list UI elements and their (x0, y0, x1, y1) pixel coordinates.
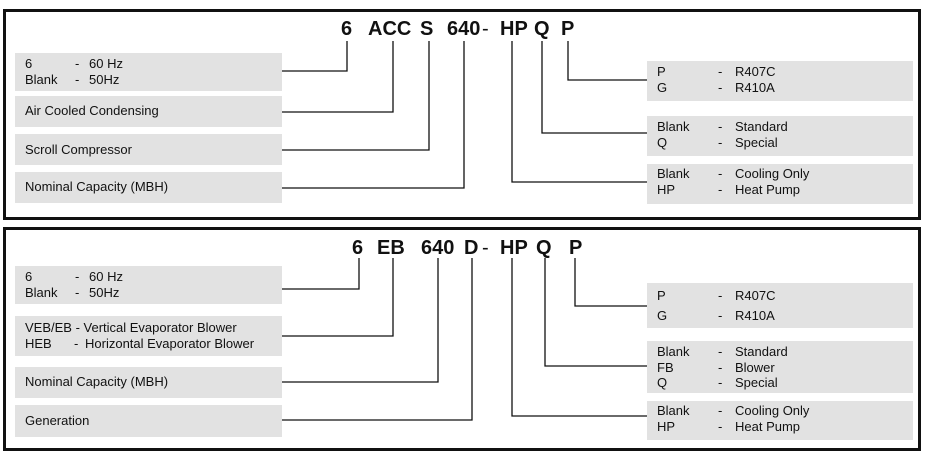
special2-dash-3: - (718, 375, 723, 390)
mode2-value-2: Heat Pump (735, 418, 801, 434)
refrig2-value-1: R407C (735, 288, 776, 303)
blower-key-2: HEB (25, 335, 52, 351)
refrig2-dash-2: - (718, 307, 723, 323)
special-value-1: Standard (735, 119, 788, 134)
code2-segment-d: D (464, 237, 479, 259)
code2-digit-generation: 6 (352, 237, 364, 259)
blower-value-2: Horizontal Evaporator Blower (85, 335, 255, 351)
freq-key-2: Blank (25, 71, 58, 87)
code2-dash: - (482, 237, 489, 259)
blower-dash-2: - (74, 335, 79, 351)
capacity-legend-box-2: Nominal Capacity (MBH) (15, 367, 282, 398)
code-segment-s: S (420, 18, 434, 40)
refrig2-dash-1: - (718, 288, 723, 303)
code2-segment-p: P (569, 237, 583, 259)
freq2-dash-2: - (75, 284, 80, 300)
refrigerant-legend-box-2: P -R407C G -R410A (647, 283, 913, 328)
freq-value-1: 60 Hz (89, 56, 123, 71)
code2-segment-q: Q (536, 237, 552, 259)
refrig2-key-2: G (657, 307, 668, 323)
mode-key-2: HP (657, 181, 676, 197)
compressor-legend-box: Scroll Compressor (15, 134, 282, 165)
mode2-dash-2: - (718, 418, 723, 434)
mode-value-1: Cooling Only (735, 166, 810, 181)
special-value-2: Special (735, 134, 778, 150)
freq-dash-1: - (75, 56, 80, 71)
freq-key-1: 6 (25, 56, 33, 71)
mode2-value-1: Cooling Only (735, 403, 810, 418)
refrig-dash-1: - (718, 64, 723, 79)
refrig2-value-2: R410A (735, 307, 775, 323)
compressor-label: Scroll Compressor (25, 142, 132, 157)
freq2-value-1: 60 Hz (89, 269, 123, 284)
special-key-1: Blank (657, 119, 690, 134)
mode2-key-1: Blank (657, 403, 690, 418)
freq2-dash-1: - (75, 269, 80, 284)
frequency-legend-box: 6 -60 Hz Blank -50Hz (15, 53, 282, 91)
code-dash: - (482, 18, 489, 40)
frequency-legend-box-2: 6 -60 Hz Blank -50Hz (15, 266, 282, 304)
mode-value-2: Heat Pump (735, 181, 801, 197)
special2-key-3: Q (657, 375, 668, 390)
special-key-2: Q (657, 134, 668, 150)
mode-dash-1: - (718, 166, 723, 181)
condensing-legend-box: Air Cooled Condensing (15, 96, 282, 127)
special-legend-box: Blank -Standard Q -Special (647, 116, 913, 156)
refrig-value-2: R410A (735, 79, 775, 95)
mode-legend-box-2: Blank -Cooling Only HP -Heat Pump (647, 401, 913, 440)
blower-legend-box: VEB/EB - Vertical Evaporator Blower HEB -… (15, 316, 282, 356)
special2-value-2: Blower (735, 359, 775, 375)
special2-key-1: Blank (657, 344, 690, 359)
special2-value-1: Standard (735, 344, 788, 359)
refrigerant-legend-box: P -R407C G -R410A (647, 61, 913, 101)
generation-label: Generation (25, 413, 90, 428)
freq-dash-2: - (75, 71, 80, 87)
code2-segment-640: 640 (421, 237, 455, 259)
refrig2-key-1: P (657, 288, 666, 303)
code-segment-q: Q (534, 18, 550, 40)
special2-dash-2: - (718, 359, 723, 375)
blower-row-1: VEB/EB - Vertical Evaporator Blower (25, 320, 237, 335)
freq-value-2: 50Hz (89, 71, 120, 87)
capacity2-label: Nominal Capacity (MBH) (25, 374, 169, 389)
mode2-dash-1: - (718, 403, 723, 418)
mode-key-1: Blank (657, 166, 690, 181)
capacity-legend-box: Nominal Capacity (MBH) (15, 172, 282, 203)
code2-segment-eb: EB (377, 237, 405, 259)
special2-key-2: FB (657, 359, 674, 375)
refrig-value-1: R407C (735, 64, 776, 79)
refrig-key-1: P (657, 64, 666, 79)
code-segment-p: P (561, 18, 575, 40)
freq2-key-2: Blank (25, 284, 58, 300)
special-dash-1: - (718, 119, 723, 134)
special-legend-box-2: Blank-Standard FB-Blower Q-Special (647, 341, 913, 393)
special2-dash-1: - (718, 344, 723, 359)
generation-legend-box: Generation (15, 405, 282, 437)
refrig-dash-2: - (718, 79, 723, 95)
code-segment-640: 640 (447, 18, 481, 40)
mode-dash-2: - (718, 181, 723, 197)
code-segment-acc: ACC (368, 18, 412, 40)
code-segment-hp: HP (500, 18, 528, 40)
mode-legend-box: Blank -Cooling Only HP -Heat Pump (647, 164, 913, 204)
freq2-value-2: 50Hz (89, 284, 120, 300)
condensing-label: Air Cooled Condensing (25, 103, 159, 118)
capacity-label: Nominal Capacity (MBH) (25, 179, 169, 194)
code-digit-generation: 6 (341, 18, 353, 40)
special-dash-2: - (718, 134, 723, 150)
special2-value-3: Special (735, 375, 778, 390)
refrig-key-2: G (657, 79, 668, 95)
freq2-key-1: 6 (25, 269, 33, 284)
mode2-key-2: HP (657, 418, 676, 434)
code2-segment-hp: HP (500, 237, 528, 259)
